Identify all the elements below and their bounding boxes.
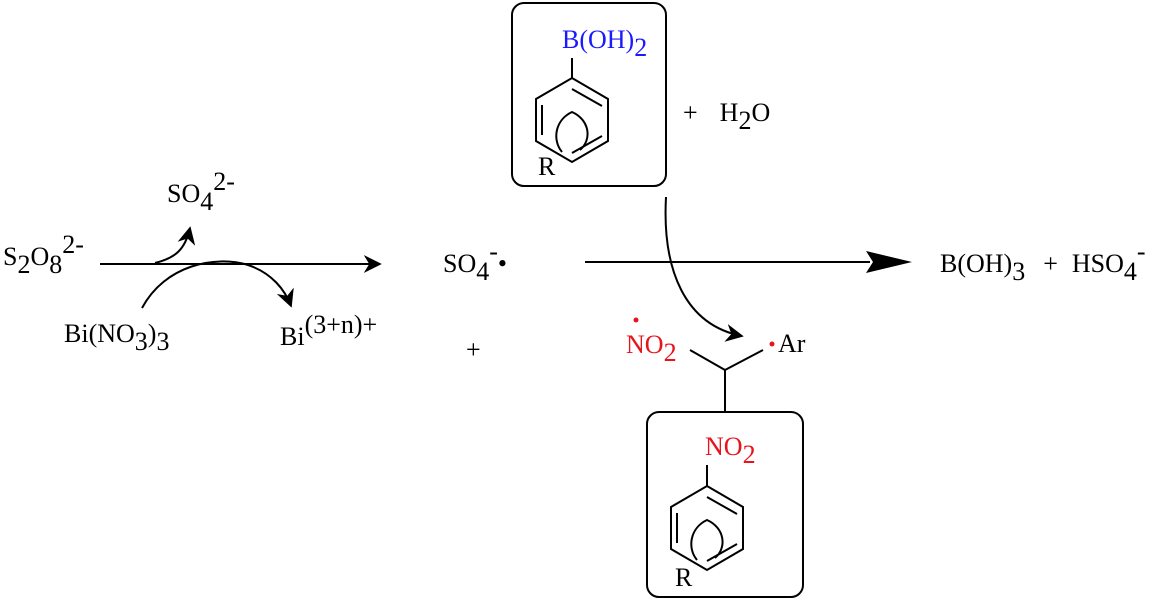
aryl-radical-label: Ar	[778, 329, 806, 358]
products-label: B(OH)3+HSO4-	[940, 237, 1146, 286]
intermediate-bonds	[689, 349, 764, 412]
boronic-acid-label: B(OH)2	[562, 25, 647, 62]
catalyst-curved-arrow	[141, 260, 294, 309]
boronic-r-group: R	[538, 152, 556, 181]
reaction-arrow-2-head	[866, 251, 912, 273]
sulfate-radical-label: SO4-•	[443, 237, 507, 286]
bismuth-ion-label: Bi(3+n)+	[280, 310, 377, 351]
benzene-ring-boronic	[535, 58, 609, 164]
sulfate-byproduct-label: SO42-	[167, 167, 235, 216]
nitroarene-box	[646, 411, 804, 598]
plus-sign-radical: +	[466, 335, 481, 364]
persulfate-label: S2O82-	[3, 230, 84, 279]
bismuth-nitrate-label: Bi(NO3)3	[64, 319, 169, 356]
sulfate-release-arrow	[154, 226, 196, 264]
nitro-radical-dot	[633, 317, 639, 323]
ring-nitro-label: NO2	[705, 432, 756, 469]
benzene-ring-nitro	[670, 465, 744, 572]
nitro-r-group: R	[675, 563, 693, 592]
water-label: +H2O	[683, 98, 770, 135]
aryl-radical-dot	[769, 341, 775, 347]
aryl-transfer-arrow	[664, 196, 744, 342]
boronic-acid-box	[511, 2, 667, 187]
nitro-radical-label: NO2	[626, 330, 677, 367]
